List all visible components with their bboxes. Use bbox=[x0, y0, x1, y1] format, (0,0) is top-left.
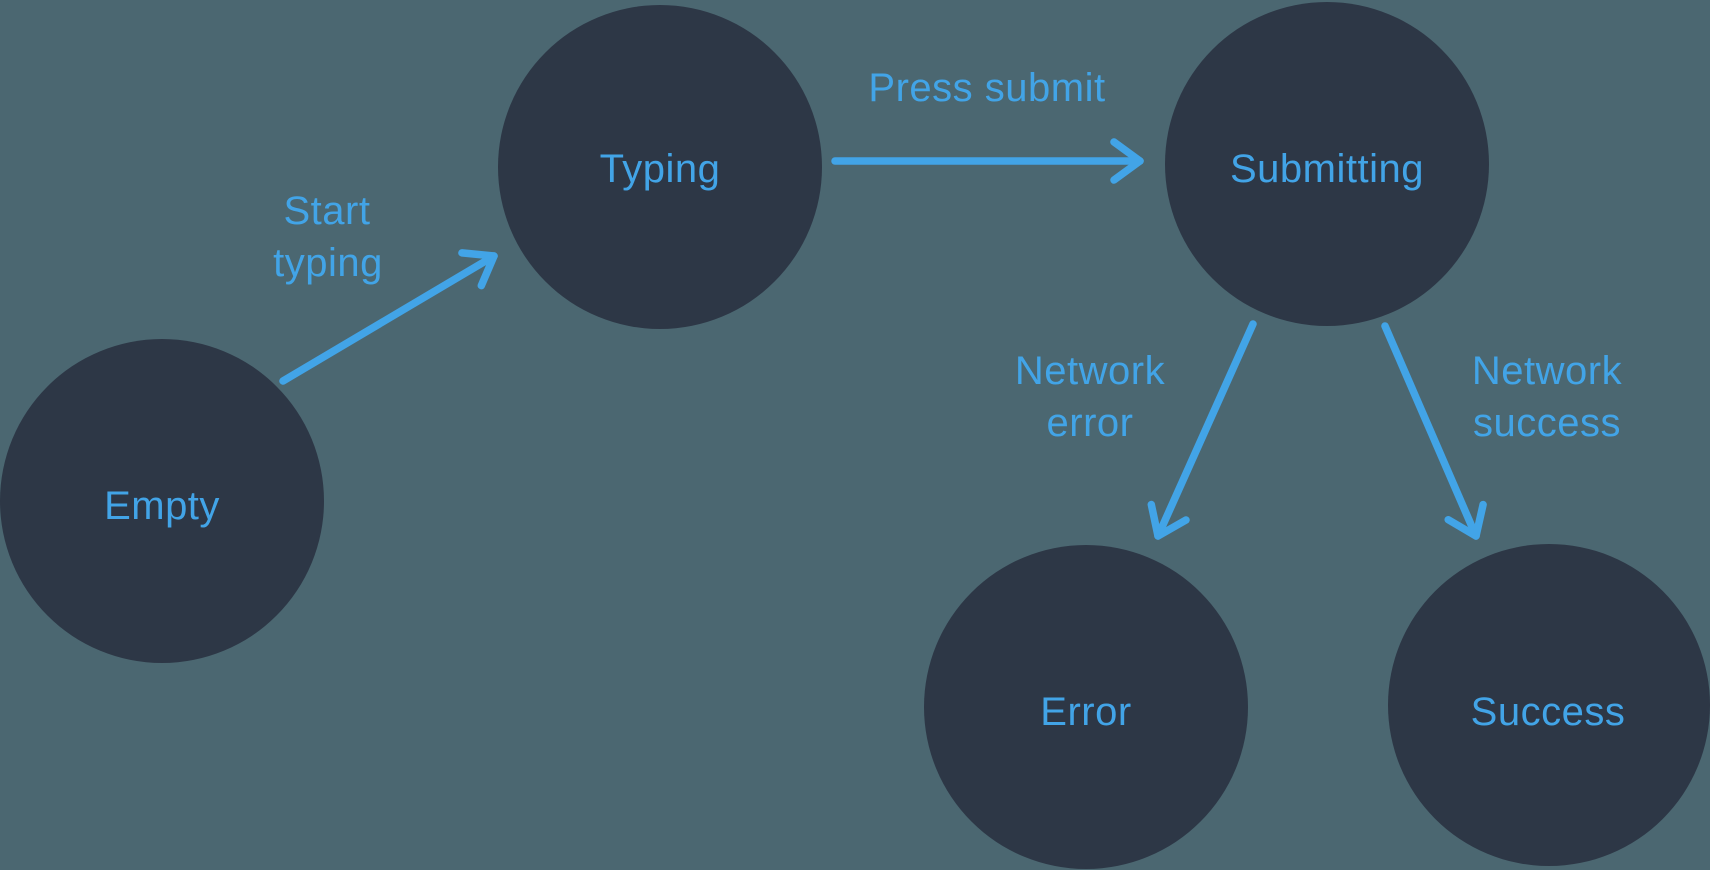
edge-label-network-error-line1: Network bbox=[1015, 349, 1166, 393]
state-node-success: Success bbox=[1388, 544, 1710, 866]
edges-layer bbox=[279, 138, 1487, 540]
edge-labels-layer: Start typing Press submit Network error … bbox=[273, 66, 1622, 445]
edge-label-start-typing-line2: typing bbox=[273, 241, 383, 285]
state-circle-error bbox=[924, 545, 1248, 869]
state-node-error: Error bbox=[924, 545, 1248, 869]
edge-label-press-submit: Press submit bbox=[868, 66, 1105, 110]
state-label-empty: Empty bbox=[104, 484, 220, 528]
state-label-error: Error bbox=[1040, 690, 1131, 734]
state-label-success: Success bbox=[1471, 690, 1626, 734]
edge-label-network-success-line1: Network bbox=[1472, 349, 1623, 393]
edge-label-network-error-line2: error bbox=[1047, 401, 1134, 445]
state-circle-submitting bbox=[1165, 2, 1489, 326]
state-label-submitting: Submitting bbox=[1230, 147, 1424, 191]
state-circle-empty bbox=[0, 339, 324, 663]
state-node-empty: Empty bbox=[0, 339, 324, 663]
edge-label-start-typing-line1: Start bbox=[284, 189, 371, 233]
state-label-typing: Typing bbox=[600, 147, 721, 191]
edge-start-typing bbox=[279, 249, 498, 385]
edge-network-error bbox=[1147, 320, 1257, 540]
edge-label-network-success-line2: success bbox=[1473, 401, 1621, 445]
edge-network-success bbox=[1381, 322, 1487, 540]
state-node-submitting: Submitting bbox=[1165, 2, 1489, 326]
state-node-typing: Typing bbox=[498, 5, 822, 329]
state-circle-success bbox=[1388, 544, 1710, 866]
state-circle-typing bbox=[498, 5, 822, 329]
